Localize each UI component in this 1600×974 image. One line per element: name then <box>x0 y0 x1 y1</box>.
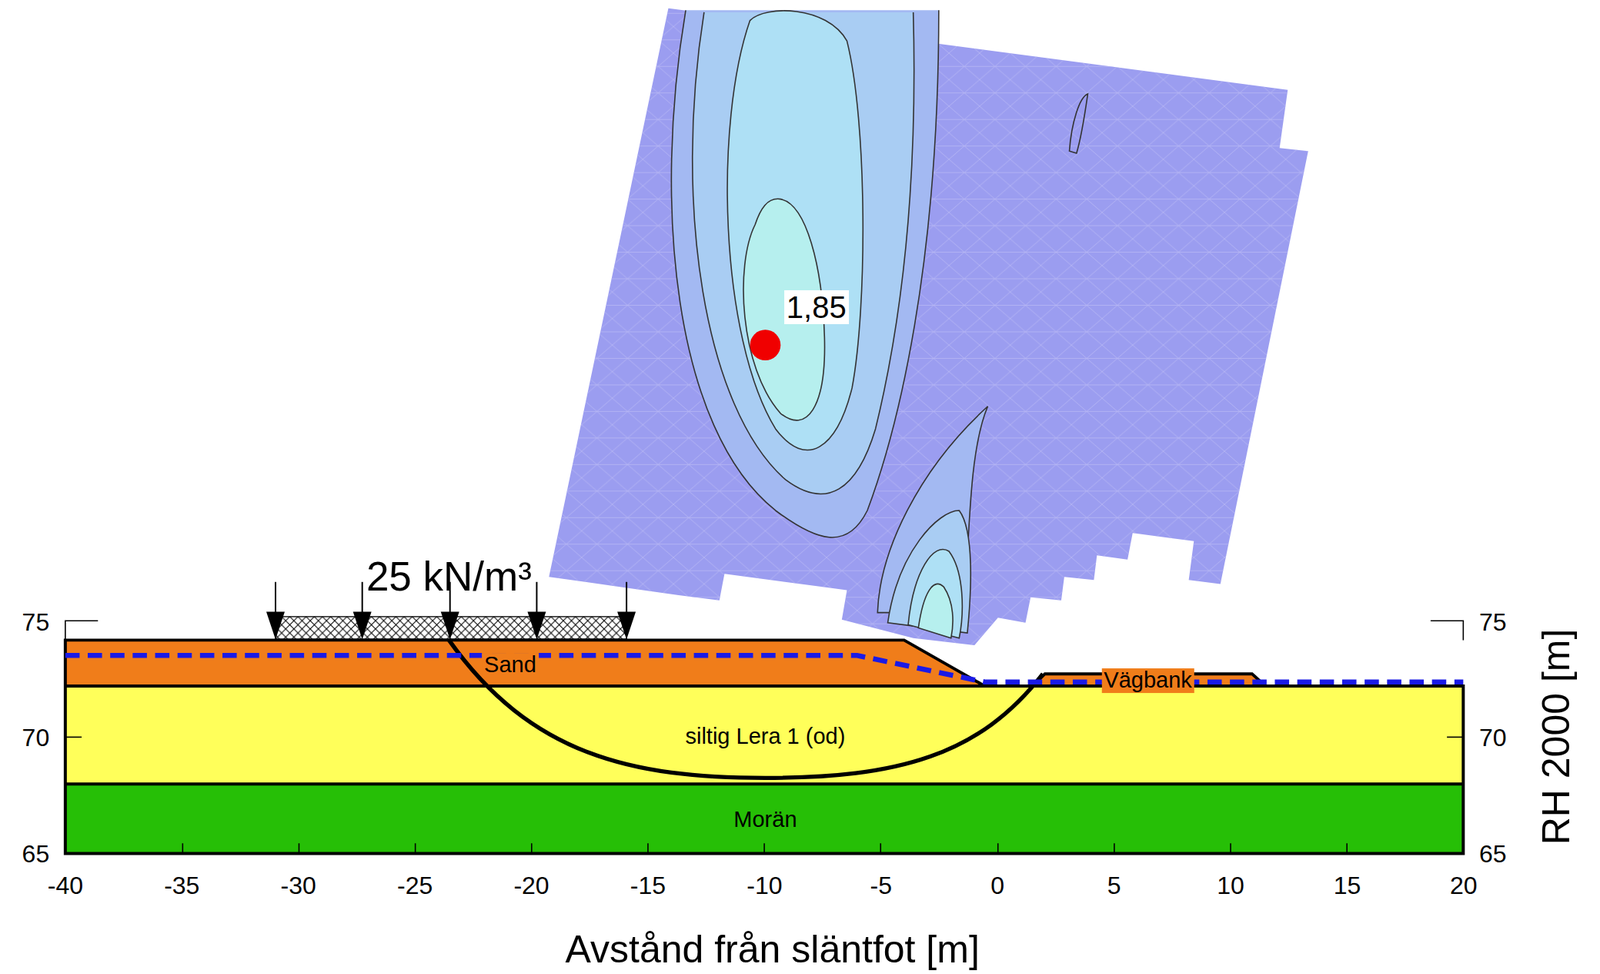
soil-layer: Vägbank <box>1032 673 1266 686</box>
safety-factor: 1,85 <box>784 290 849 325</box>
axis-tick: 70 <box>1479 724 1507 752</box>
axis-title: Avstånd från släntfot [m] <box>565 928 980 971</box>
layer-label: siltig Lera 1 (od) <box>684 724 846 749</box>
axis-tick: 10 <box>1216 871 1245 899</box>
axis-tick: -5 <box>870 871 892 899</box>
axis-tick: 70 <box>22 724 51 752</box>
layer-label: Sand <box>481 653 539 679</box>
axis-tick: -35 <box>163 871 200 899</box>
axis-tick: -15 <box>630 871 666 899</box>
layer-label: Vägbank <box>1101 668 1195 693</box>
axis-tick: 75 <box>1479 608 1507 636</box>
axis-tick: -30 <box>280 871 317 899</box>
soil-layer: siltig Lera 1 (od) <box>65 685 1464 784</box>
load-label: 25 kN/m³ <box>366 554 532 599</box>
axis-title: RH 2000 [m] <box>1534 628 1577 846</box>
layer-label: Morän <box>733 807 797 832</box>
axis-tick: -20 <box>513 871 549 899</box>
soil-layer: Morän <box>65 783 1464 853</box>
axis-tick: 65 <box>1479 840 1507 868</box>
axis-tick: 15 <box>1333 871 1362 899</box>
axis-tick: -40 <box>47 871 84 899</box>
soil-layer: Sand <box>65 639 986 686</box>
axis-tick: -10 <box>746 871 782 899</box>
axis-tick: 75 <box>22 608 51 636</box>
axis-tick: -25 <box>397 871 433 899</box>
axis-tick: 65 <box>22 840 51 868</box>
axis-tick: 5 <box>1107 871 1122 899</box>
axis-tick: 0 <box>990 871 1005 899</box>
axis-tick: 20 <box>1449 871 1478 899</box>
